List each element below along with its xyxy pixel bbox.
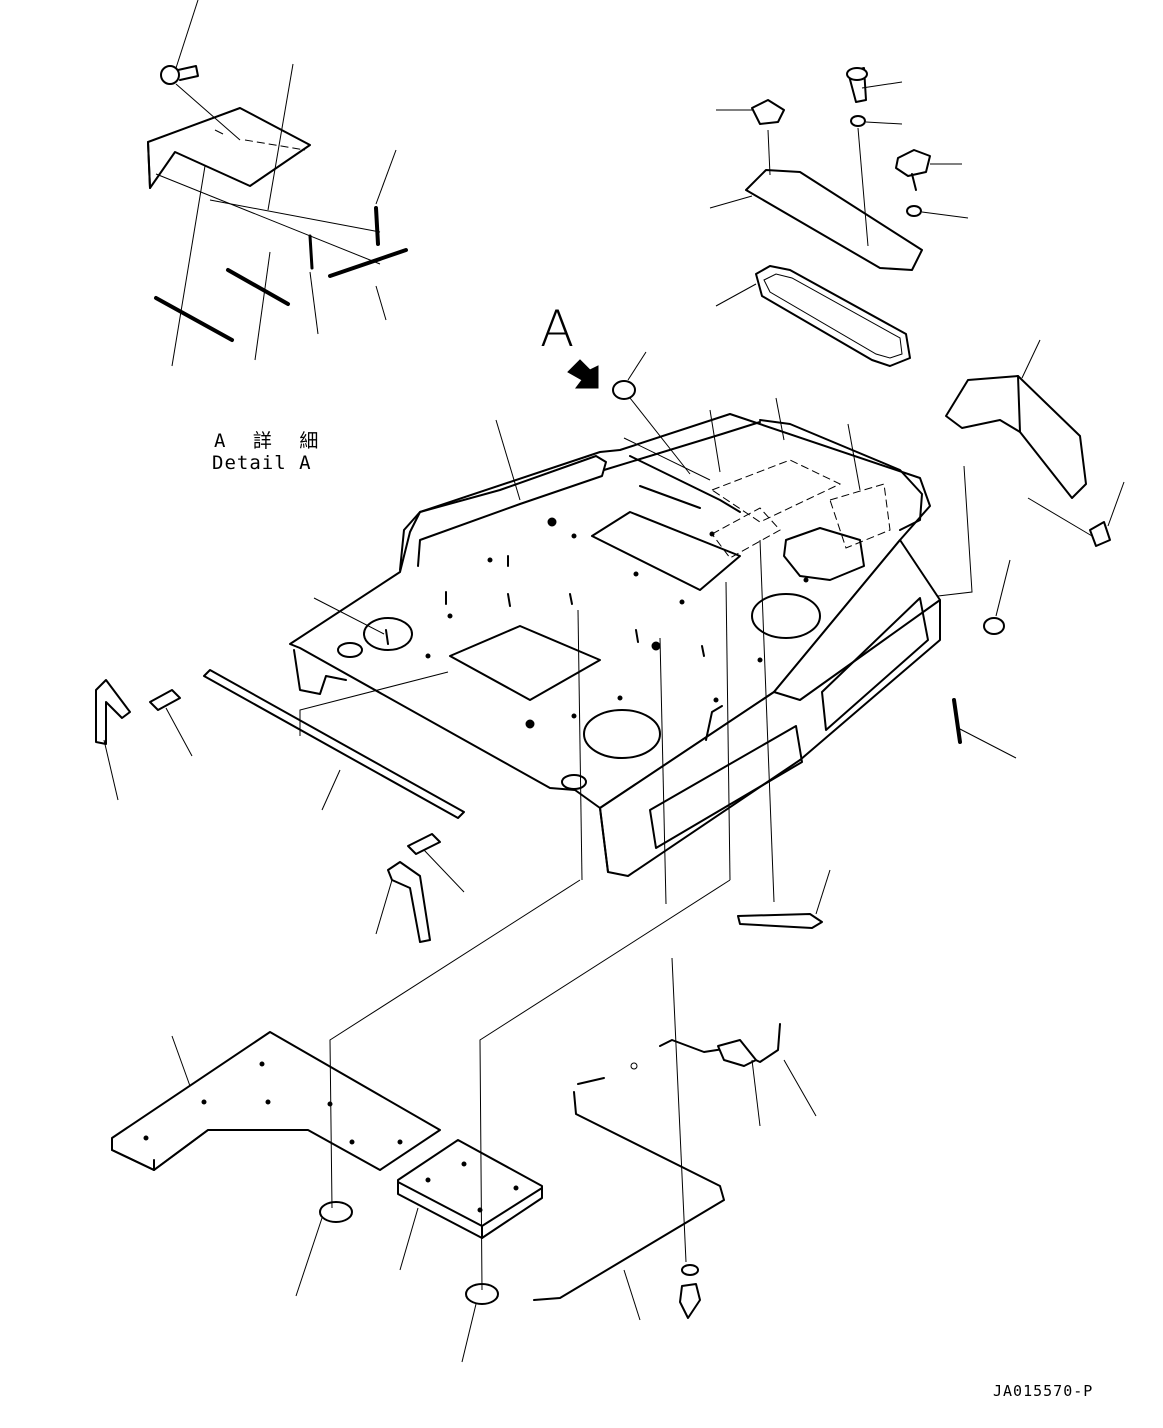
hose-clamp bbox=[717, 1039, 757, 1067]
side-window-2 bbox=[821, 597, 929, 731]
large-floor-mat bbox=[111, 1031, 441, 1171]
curved-clip bbox=[387, 861, 431, 943]
bottom-bolt bbox=[679, 1283, 701, 1319]
small-pad bbox=[407, 833, 441, 855]
left-clip bbox=[95, 679, 131, 745]
floor-mats-group bbox=[111, 879, 731, 1363]
detail-a-cover-group bbox=[147, 0, 408, 367]
rod bbox=[533, 1091, 725, 1301]
side-cover bbox=[945, 375, 1087, 499]
drawing-number: JA015570-P bbox=[993, 1382, 1094, 1400]
top-cover-washer-1 bbox=[850, 115, 866, 127]
hose bbox=[659, 1023, 781, 1063]
long-floor-strip bbox=[203, 669, 465, 819]
hose-rod-group bbox=[533, 869, 831, 1321]
floor-frame bbox=[289, 351, 941, 905]
detail-a-knob bbox=[160, 65, 180, 85]
left-rail bbox=[399, 455, 607, 571]
left-parts-group bbox=[95, 669, 465, 943]
side-window-1 bbox=[649, 725, 803, 849]
detail-a-strip-2 bbox=[226, 268, 290, 306]
floor-hole-3 bbox=[363, 617, 413, 651]
floor-opening-1 bbox=[449, 625, 601, 701]
floor-bolts bbox=[425, 517, 809, 729]
round-pad-1 bbox=[319, 1201, 353, 1223]
floor-hole-1 bbox=[583, 709, 661, 759]
right-rail bbox=[759, 419, 923, 531]
top-cover-washer-2 bbox=[906, 205, 922, 217]
left-pad bbox=[149, 689, 181, 711]
detail-a-cover-plate bbox=[147, 107, 311, 189]
top-cover-group bbox=[709, 67, 969, 367]
detail-a-title-jp: A 詳 細 bbox=[214, 430, 327, 452]
top-cover-seal bbox=[755, 265, 911, 367]
detail-a-strip-3 bbox=[328, 248, 408, 278]
side-cover-group bbox=[937, 339, 1125, 759]
floor-opening-2 bbox=[591, 511, 741, 591]
floor-side-wall bbox=[599, 539, 941, 877]
view-a-label: A bbox=[540, 300, 575, 358]
floor-plate bbox=[289, 413, 931, 809]
side-grommet bbox=[983, 617, 1005, 635]
detail-a-strip-1 bbox=[154, 296, 234, 342]
floor-hole-2 bbox=[751, 593, 821, 639]
view-a-arrow bbox=[567, 359, 599, 389]
pull-rod-handle bbox=[737, 913, 823, 929]
floor-grommet bbox=[612, 380, 636, 400]
top-cover-clip bbox=[751, 99, 785, 125]
small-floor-mat bbox=[397, 1139, 543, 1239]
bottom-washer bbox=[681, 1264, 699, 1276]
top-cover-knob bbox=[895, 149, 931, 177]
side-vertical-strip bbox=[952, 698, 962, 744]
top-cover-plate bbox=[745, 169, 923, 271]
side-cover-spring bbox=[1089, 521, 1111, 547]
detail-a-title-en: Detail A bbox=[212, 452, 312, 474]
